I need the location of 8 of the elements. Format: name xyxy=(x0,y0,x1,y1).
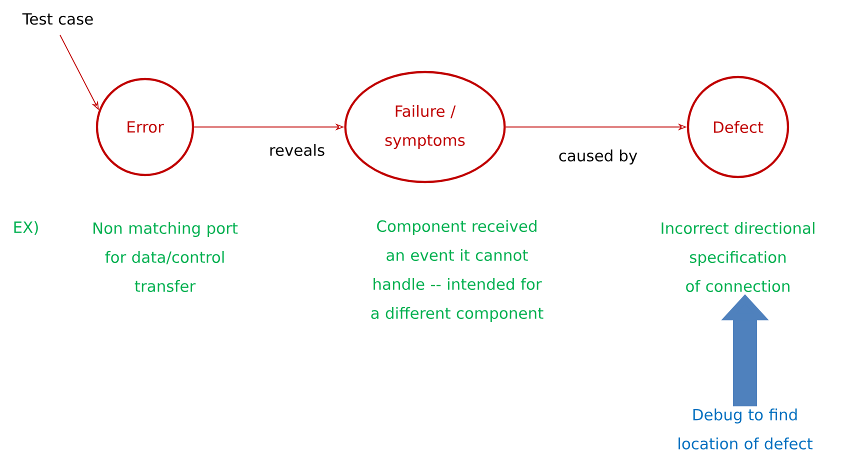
edge-label: reveals xyxy=(270,144,324,156)
note-text: Debug to find location of defect xyxy=(678,408,812,450)
example-text: Component received an event it cannot handle -- intended for a different component xyxy=(371,220,544,322)
input-label: Test case xyxy=(22,13,93,25)
example-marker: EX) xyxy=(14,221,38,235)
example-text: Non matching port for data/control transfer xyxy=(94,222,238,292)
example-text: Incorrect directional specification of connection xyxy=(662,222,814,292)
edge-label: caused by xyxy=(559,150,638,164)
